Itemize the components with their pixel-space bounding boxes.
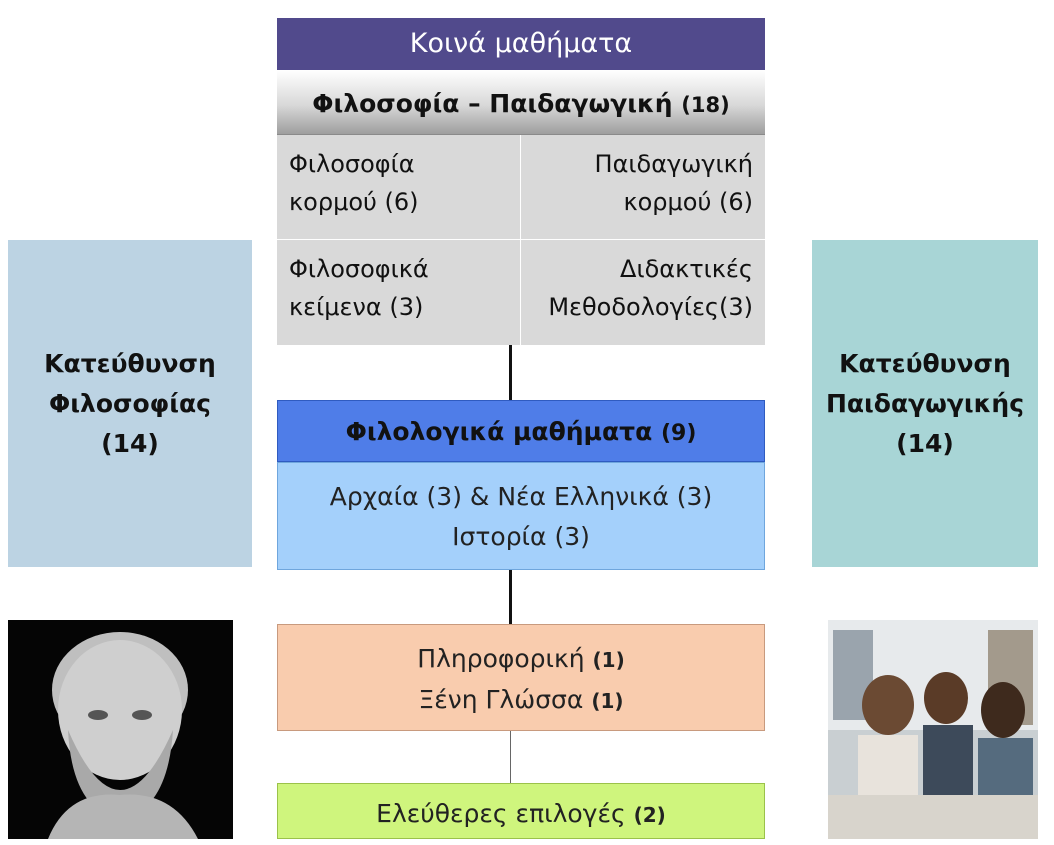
cell-line: Παιδαγωγική xyxy=(594,150,753,178)
grid-cell-philosophical-texts: Φιλοσοφικά κείμενα (3) xyxy=(277,240,521,345)
cell-line: κορμού (6) xyxy=(623,188,753,216)
grid-cell-teaching-methodologies: Διδακτικές Μεθοδολογίες(3) xyxy=(521,240,765,345)
students-illustration xyxy=(828,620,1038,839)
pedagogy-track-line2: Παιδαγωγικής xyxy=(825,388,1025,418)
electives-box: Ελεύθερες επιλογές (2) xyxy=(277,783,765,839)
cell-line: Μεθοδολογίες(3) xyxy=(548,293,753,321)
informatics-count: (1) xyxy=(592,648,625,672)
students-studying-image xyxy=(828,620,1038,839)
philosophy-pedagogy-count: (18) xyxy=(681,93,730,117)
grid-cell-core-philosophy: Φιλοσοφία κορμού (6) xyxy=(277,135,521,240)
cell-line: Φιλοσοφικά xyxy=(289,255,429,283)
philosophy-pedagogy-header: Φιλοσοφία – Παιδαγωγική (18) xyxy=(277,70,765,135)
informatics-label: Πληροφορική xyxy=(417,644,585,673)
philosophy-track-count: (14) xyxy=(101,428,159,458)
philosopher-bust-image xyxy=(8,620,233,839)
pedagogy-track-panel: Κατεύθυνση Παιδαγωγικής (14) xyxy=(812,240,1038,567)
connector-line xyxy=(509,345,512,400)
philosophy-track-line2: Φιλοσοφίας xyxy=(49,388,211,418)
bust-illustration xyxy=(8,620,233,839)
foreign-language-label: Ξένη Γλώσσα xyxy=(418,685,584,714)
foreign-language-line: Ξένη Γλώσσα (1) xyxy=(278,680,764,721)
philology-title: Φιλολογικά μαθήματα xyxy=(345,417,653,446)
cell-line: Φιλοσοφία xyxy=(289,150,415,178)
cell-line: κείμενα (3) xyxy=(289,293,424,321)
philosophy-pedagogy-title: Φιλοσοφία – Παιδαγωγική xyxy=(312,89,673,118)
philology-header: Φιλολογικά μαθήματα (9) xyxy=(277,400,765,462)
informatics-language-box: Πληροφορική (1) Ξένη Γλώσσα (1) xyxy=(277,624,765,731)
foreign-language-count: (1) xyxy=(591,689,624,713)
philosophy-track-panel: Κατεύθυνση Φιλοσοφίας (14) xyxy=(8,240,252,567)
informatics-line: Πληροφορική (1) xyxy=(278,639,764,680)
electives-label: Ελεύθερες επιλογές xyxy=(376,799,626,828)
philosophy-pedagogy-grid: Φιλοσοφία κορμού (6) Παιδαγωγική κορμού … xyxy=(277,135,765,345)
philosophy-track-line1: Κατεύθυνση xyxy=(44,348,216,378)
philology-count: (9) xyxy=(660,421,697,446)
common-courses-header: Κοινά μαθήματα xyxy=(277,18,765,70)
philology-body: Αρχαία (3) & Νέα Ελληνικά (3) Ιστορία (3… xyxy=(277,462,765,570)
connector-line xyxy=(510,731,511,783)
cell-line: κορμού (6) xyxy=(289,188,419,216)
electives-count: (2) xyxy=(633,803,666,827)
connector-line xyxy=(509,570,512,624)
pedagogy-track-count: (14) xyxy=(896,428,954,458)
philology-line1: Αρχαία (3) & Νέα Ελληνικά (3) xyxy=(329,482,713,511)
pedagogy-track-line1: Κατεύθυνση xyxy=(839,348,1011,378)
grid-cell-core-pedagogy: Παιδαγωγική κορμού (6) xyxy=(521,135,765,240)
cell-line: Διδακτικές xyxy=(620,255,753,283)
philology-line2: Ιστορία (3) xyxy=(452,522,590,551)
